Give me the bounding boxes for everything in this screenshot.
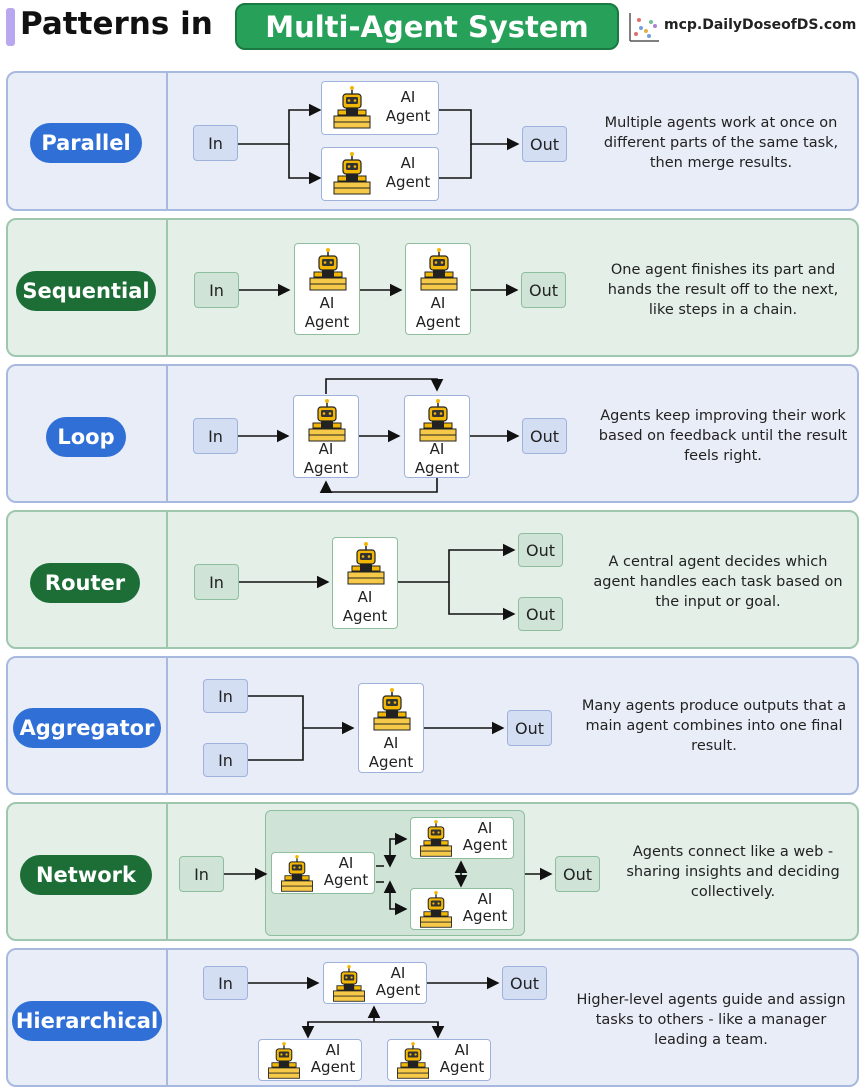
robot-icon — [420, 820, 452, 857]
output-box: Out — [522, 418, 567, 454]
pattern-label-aggregator: Aggregator — [13, 708, 161, 748]
pattern-description: One agent finishes its part and hands th… — [607, 262, 839, 318]
pattern-label-parallel: Parallel — [30, 123, 142, 163]
pattern-description: Multiple agents work at once on differen… — [603, 115, 839, 171]
pattern-description: Agents connect like a web - sharing insi… — [626, 844, 840, 900]
pattern-label-hierarchical: Hierarchical — [12, 1001, 162, 1041]
pattern-label-router: Router — [30, 563, 140, 603]
robot-icon — [333, 965, 365, 1002]
pattern-label-loop: Loop — [46, 417, 126, 457]
sequential-connectors — [239, 283, 519, 297]
router-connectors — [239, 543, 516, 621]
pattern-description: Many agents produce outputs that a main … — [581, 698, 847, 754]
output-box: Out — [518, 533, 563, 567]
input-box: In — [203, 966, 248, 1000]
pattern-description: Agents keep improving their work based o… — [598, 408, 848, 464]
parallel-connectors — [238, 103, 520, 185]
input-box: In — [194, 272, 239, 308]
robot-icon — [333, 152, 371, 195]
robot-icon — [397, 1042, 429, 1079]
page-title: Patterns in — [20, 6, 213, 42]
robot-icon — [309, 248, 347, 291]
output-box: Out — [518, 597, 563, 631]
robot-icon — [420, 248, 458, 291]
aggregator-connectors — [248, 695, 505, 761]
brand-url: mcp.DailyDoseofDS.com — [664, 17, 857, 33]
input-box: In — [203, 679, 248, 713]
scatter-logo-icon — [629, 13, 659, 42]
input-box: In — [193, 125, 238, 161]
output-box: Out — [521, 272, 566, 308]
robot-icon — [347, 542, 385, 585]
hierarchical-connectors — [248, 976, 500, 1039]
robot-icon — [268, 1042, 300, 1079]
robot-icon — [419, 399, 457, 442]
robot-icon — [420, 891, 452, 928]
input-box: In — [203, 743, 248, 777]
title-accent-bar — [6, 8, 15, 46]
robot-icon — [373, 688, 411, 731]
pattern-label-network: Network — [20, 855, 152, 895]
pattern-description: Higher-level agents guide and assign tas… — [576, 992, 846, 1048]
robot-icon — [333, 86, 371, 129]
loop-connectors — [238, 378, 520, 494]
network-connectors — [224, 832, 553, 916]
input-box: In — [179, 856, 224, 892]
output-box: Out — [522, 126, 567, 162]
output-box: Out — [507, 710, 552, 746]
pattern-label-sequential: Sequential — [16, 271, 156, 311]
robot-icon — [308, 399, 346, 442]
output-box: Out — [555, 856, 600, 892]
input-box: In — [193, 418, 238, 454]
page-title-highlight: Multi-Agent System — [235, 3, 619, 50]
output-box: Out — [502, 966, 547, 1000]
input-box: In — [194, 564, 239, 600]
robot-icon — [281, 855, 313, 892]
pattern-description: A central agent decides which agent hand… — [593, 554, 843, 610]
